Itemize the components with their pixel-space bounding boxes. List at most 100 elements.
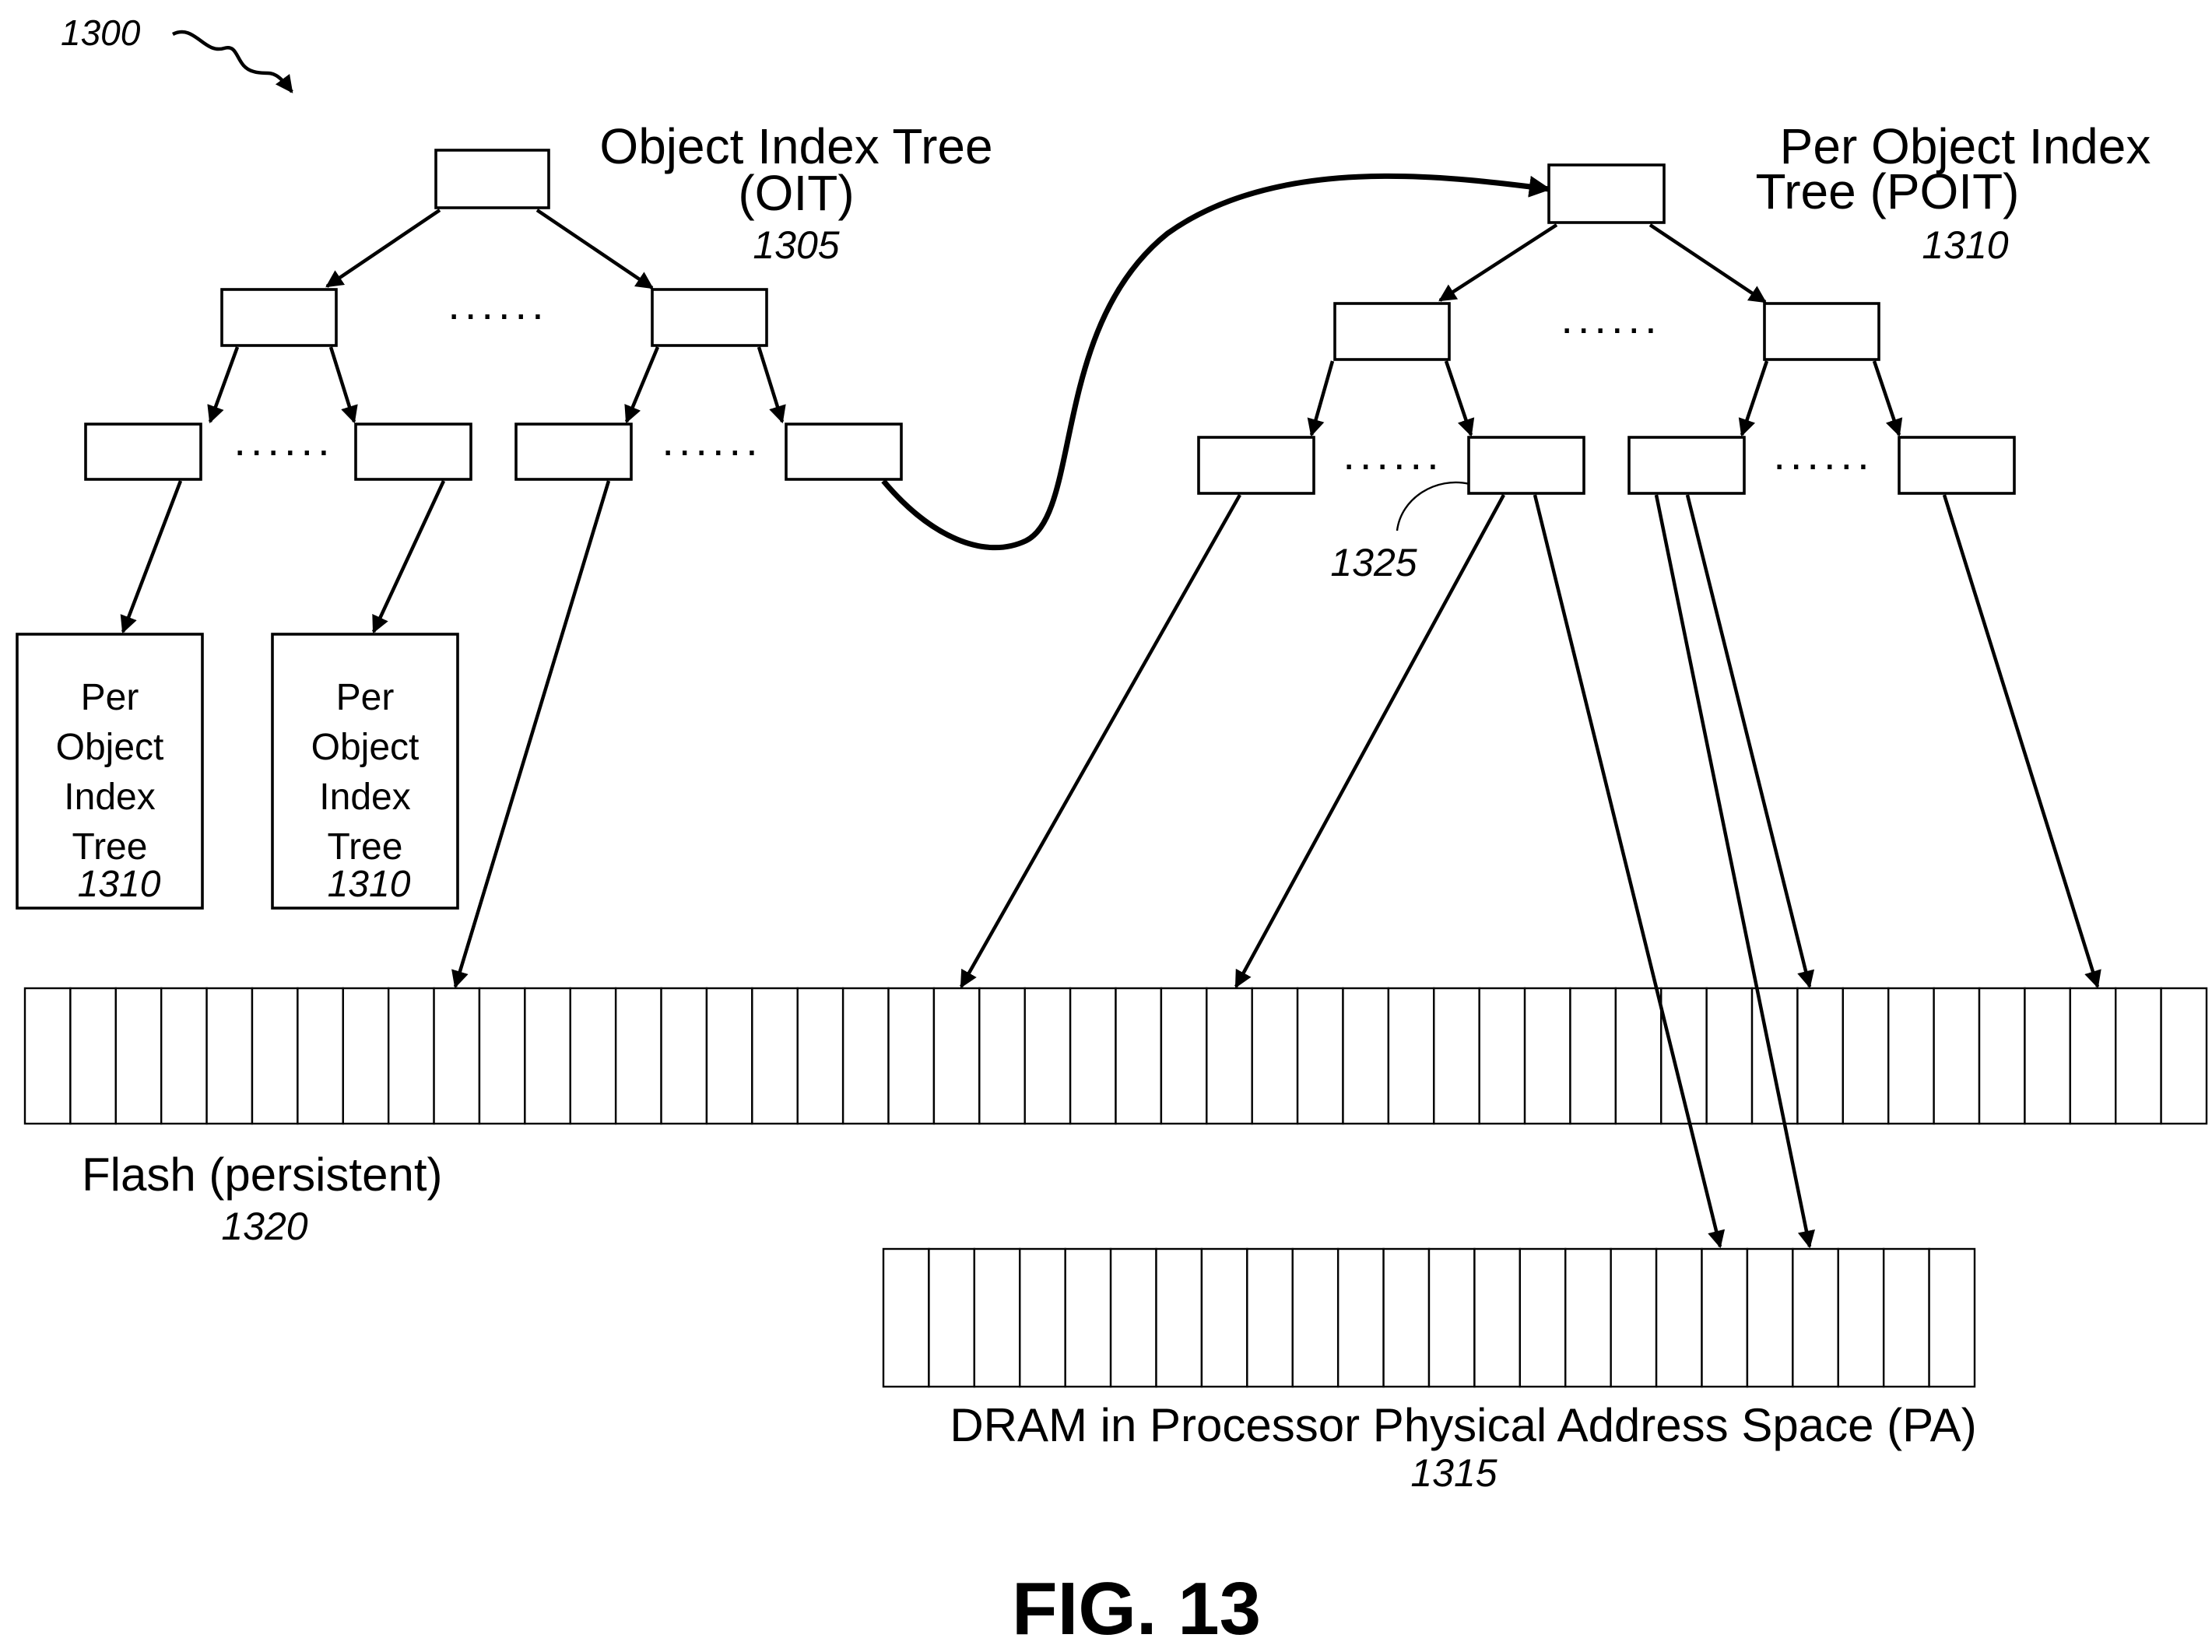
- flash-cell: [2161, 988, 2207, 1124]
- flash-cell: [388, 988, 434, 1124]
- flash-cell: [343, 988, 388, 1124]
- poit-leaf-callout-line: [1397, 482, 1469, 531]
- flash-cell: [1707, 988, 1752, 1124]
- flash-cell: [2070, 988, 2115, 1124]
- figure-ref-squiggle: [173, 32, 292, 92]
- dram-cell: [1702, 1249, 1747, 1387]
- dram-cell: [883, 1249, 929, 1387]
- flash-cell: [161, 988, 206, 1124]
- dram-label: DRAM in Processor Physical Address Space…: [950, 1399, 1976, 1451]
- oit-edge-mid-left-1: [210, 347, 237, 422]
- dram-strip: [883, 1249, 1975, 1387]
- flash-cell: [1525, 988, 1570, 1124]
- dram-cell: [1293, 1249, 1338, 1387]
- dram-cell: [1384, 1249, 1429, 1387]
- figure-caption: FIG. 13: [1012, 1567, 1261, 1650]
- dram-cell: [1565, 1249, 1610, 1387]
- flash-cell: [1480, 988, 1525, 1124]
- arrow-poit-leaf2-to-dram: [1535, 495, 1720, 1247]
- flash-cell: [1389, 988, 1434, 1124]
- flash-cell: [1843, 988, 1888, 1124]
- poit-leaf-node-2: [1469, 437, 1584, 493]
- dram-cell: [1792, 1249, 1838, 1387]
- poit-edge-mid-right-1: [1742, 361, 1767, 435]
- oit-ellipsis-leaf-left: ......: [233, 416, 334, 465]
- oit-edge-to-subtree-1: [123, 481, 181, 632]
- oit-edge-root-left: [327, 210, 440, 286]
- subtree-box-1-line1: Per: [81, 677, 139, 718]
- flash-cell: [2115, 988, 2161, 1124]
- flash-cell: [297, 988, 342, 1124]
- dram-cell: [1838, 1249, 1884, 1387]
- poit-edge-mid-right-2: [1874, 361, 1899, 435]
- dram-cell: [1884, 1249, 1929, 1387]
- poit-leaf-node-1: [1199, 437, 1314, 493]
- subtree-box-1-line2: Object: [56, 727, 164, 768]
- arrow-poit-leaf4-to-flash: [1944, 495, 2098, 987]
- arrow-poit-leaf3-to-dram: [1656, 495, 1810, 1247]
- poit-leaf-node-3: [1629, 437, 1744, 493]
- poit-ellipsis-leaf-left: ......: [1343, 430, 1443, 479]
- flash-cell: [707, 988, 752, 1124]
- oit-leaf-node-2: [356, 424, 471, 479]
- dram-cell: [1429, 1249, 1474, 1387]
- oit-edge-mid-left-2: [331, 347, 354, 422]
- flash-cell: [662, 988, 707, 1124]
- flash-cell: [70, 988, 115, 1124]
- dram-cell: [1520, 1249, 1565, 1387]
- flash-cell: [1161, 988, 1206, 1124]
- poit-root-node: [1549, 165, 1664, 223]
- flash-cell: [1797, 988, 1842, 1124]
- flash-cell: [798, 988, 843, 1124]
- flash-cell: [571, 988, 616, 1124]
- subtree-box-2-line3: Index: [319, 777, 410, 818]
- poit-leaf-node-4: [1899, 437, 2014, 493]
- oit-mid-node-right: [652, 289, 767, 345]
- flash-cell: [1979, 988, 2024, 1124]
- subtree-box-2-line4: Tree: [328, 826, 403, 868]
- dram-cell: [1247, 1249, 1292, 1387]
- subtree-box-1-line4: Tree: [72, 826, 148, 868]
- flash-cell: [1025, 988, 1070, 1124]
- flash-cell: [116, 988, 161, 1124]
- flash-cell: [1616, 988, 1661, 1124]
- flash-cell: [1434, 988, 1479, 1124]
- arrow-poit-leaf1-to-flash: [961, 495, 1240, 987]
- dram-cell: [1611, 1249, 1656, 1387]
- dram-cell: [1111, 1249, 1156, 1387]
- flash-cell: [525, 988, 570, 1124]
- flash-label: Flash (persistent): [82, 1149, 442, 1201]
- oit-edge-mid-right-2: [759, 347, 782, 422]
- flash-cell: [1116, 988, 1161, 1124]
- poit-title-line2: Tree (POIT): [1756, 163, 2020, 219]
- oit-ref: 1305: [753, 223, 839, 267]
- figure-ref-number: 1300: [61, 12, 141, 53]
- oit-edge-to-subtree-2: [374, 481, 444, 632]
- flash-cell: [434, 988, 479, 1124]
- flash-cell: [252, 988, 297, 1124]
- poit-ref: 1310: [1922, 223, 2008, 267]
- subtree-box-1-ref: 1310: [78, 864, 161, 905]
- oit-leaf-node-1: [86, 424, 201, 479]
- oit-mid-node-left: [222, 289, 336, 345]
- oit-title-line2: (OIT): [738, 165, 854, 221]
- dram-cell: [1474, 1249, 1519, 1387]
- flash-cell: [889, 988, 934, 1124]
- flash-cell: [1752, 988, 1797, 1124]
- poit-ellipsis-leaf-right: ......: [1773, 430, 1873, 479]
- oit-edge-mid-right-1: [627, 347, 658, 422]
- dram-cell: [1929, 1249, 1975, 1387]
- poit-edge-root-right: [1650, 225, 1765, 302]
- dram-cell: [974, 1249, 1020, 1387]
- poit-edge-mid-left-1: [1311, 361, 1332, 435]
- flash-cell: [843, 988, 888, 1124]
- subtree-box-2-line2: Object: [311, 727, 420, 768]
- flash-cell: [1206, 988, 1252, 1124]
- arrow-oit-leaf-to-flash: [455, 481, 609, 987]
- poit-mid-node-right: [1764, 303, 1879, 360]
- flash-cell: [1934, 988, 1979, 1124]
- oit-edge-root-right: [537, 210, 652, 288]
- flash-cell: [616, 988, 661, 1124]
- flash-cell: [479, 988, 525, 1124]
